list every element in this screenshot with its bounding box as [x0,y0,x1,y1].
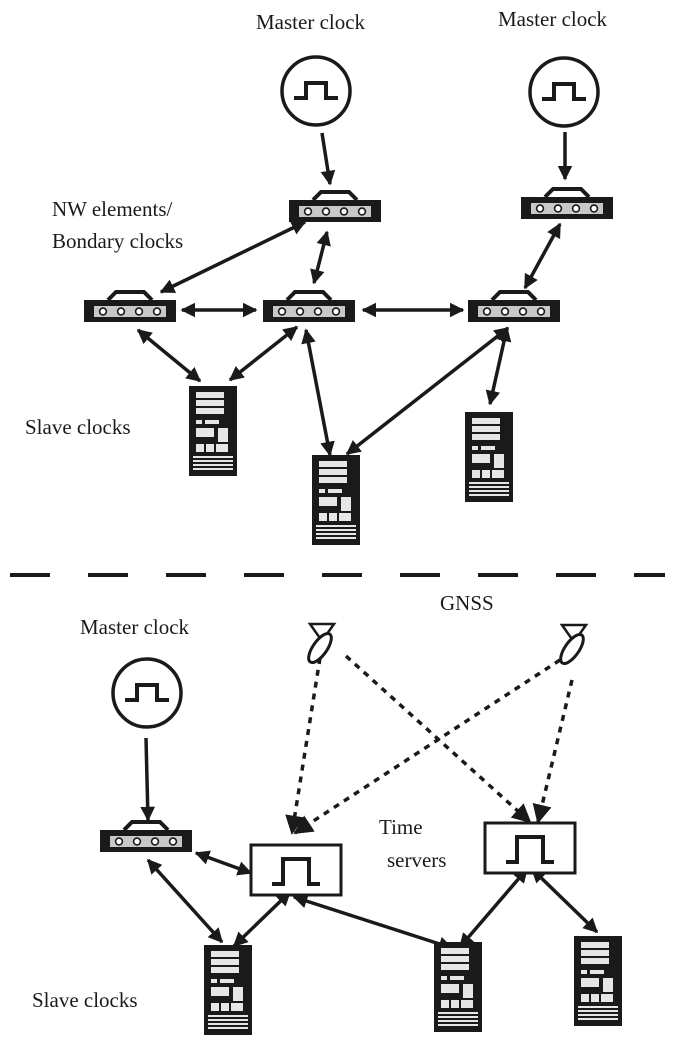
top-links [136,132,573,457]
time-server-icon [249,843,343,897]
slave-server-icon [189,386,237,476]
master-clock-icon [111,657,183,729]
gnss-antenna-icon [303,622,337,668]
gnss-links [285,654,574,835]
slave-clocks-label: Slave clocks [32,988,138,1012]
bottom-links [140,737,599,951]
slave-server-icon [312,455,360,545]
master-clock-label: Master clock [256,10,366,34]
master-clock-icon [280,55,352,127]
boundary-clock-switch-icon [82,290,178,324]
slave-clocks-label: Slave clocks [25,415,131,439]
boundary-clock-switch-icon [261,290,357,324]
time-server-icon [483,821,577,875]
master-clock-label: Master clock [498,7,608,31]
slave-server-icon [465,412,513,502]
boundary-clock-switch-icon [466,290,562,324]
time-servers-label: Time [379,815,423,839]
boundary-clocks-label: Bondary clocks [52,229,184,253]
boundary-clock-switch-icon [98,820,194,854]
gnss-label: GNSS [440,591,494,615]
master-clock-label: Master clock [80,615,190,639]
nw-elements-label: NW elements/ [52,197,173,221]
slave-server-icon [434,942,482,1032]
boundary-clock-switch-icon [287,190,383,224]
slave-server-icon [574,936,622,1026]
time-servers-label: servers [387,848,447,872]
master-clock-icon [528,56,600,128]
slave-server-icon [204,945,252,1035]
boundary-clock-switch-icon [519,187,615,221]
gnss-antenna-icon [555,623,589,669]
